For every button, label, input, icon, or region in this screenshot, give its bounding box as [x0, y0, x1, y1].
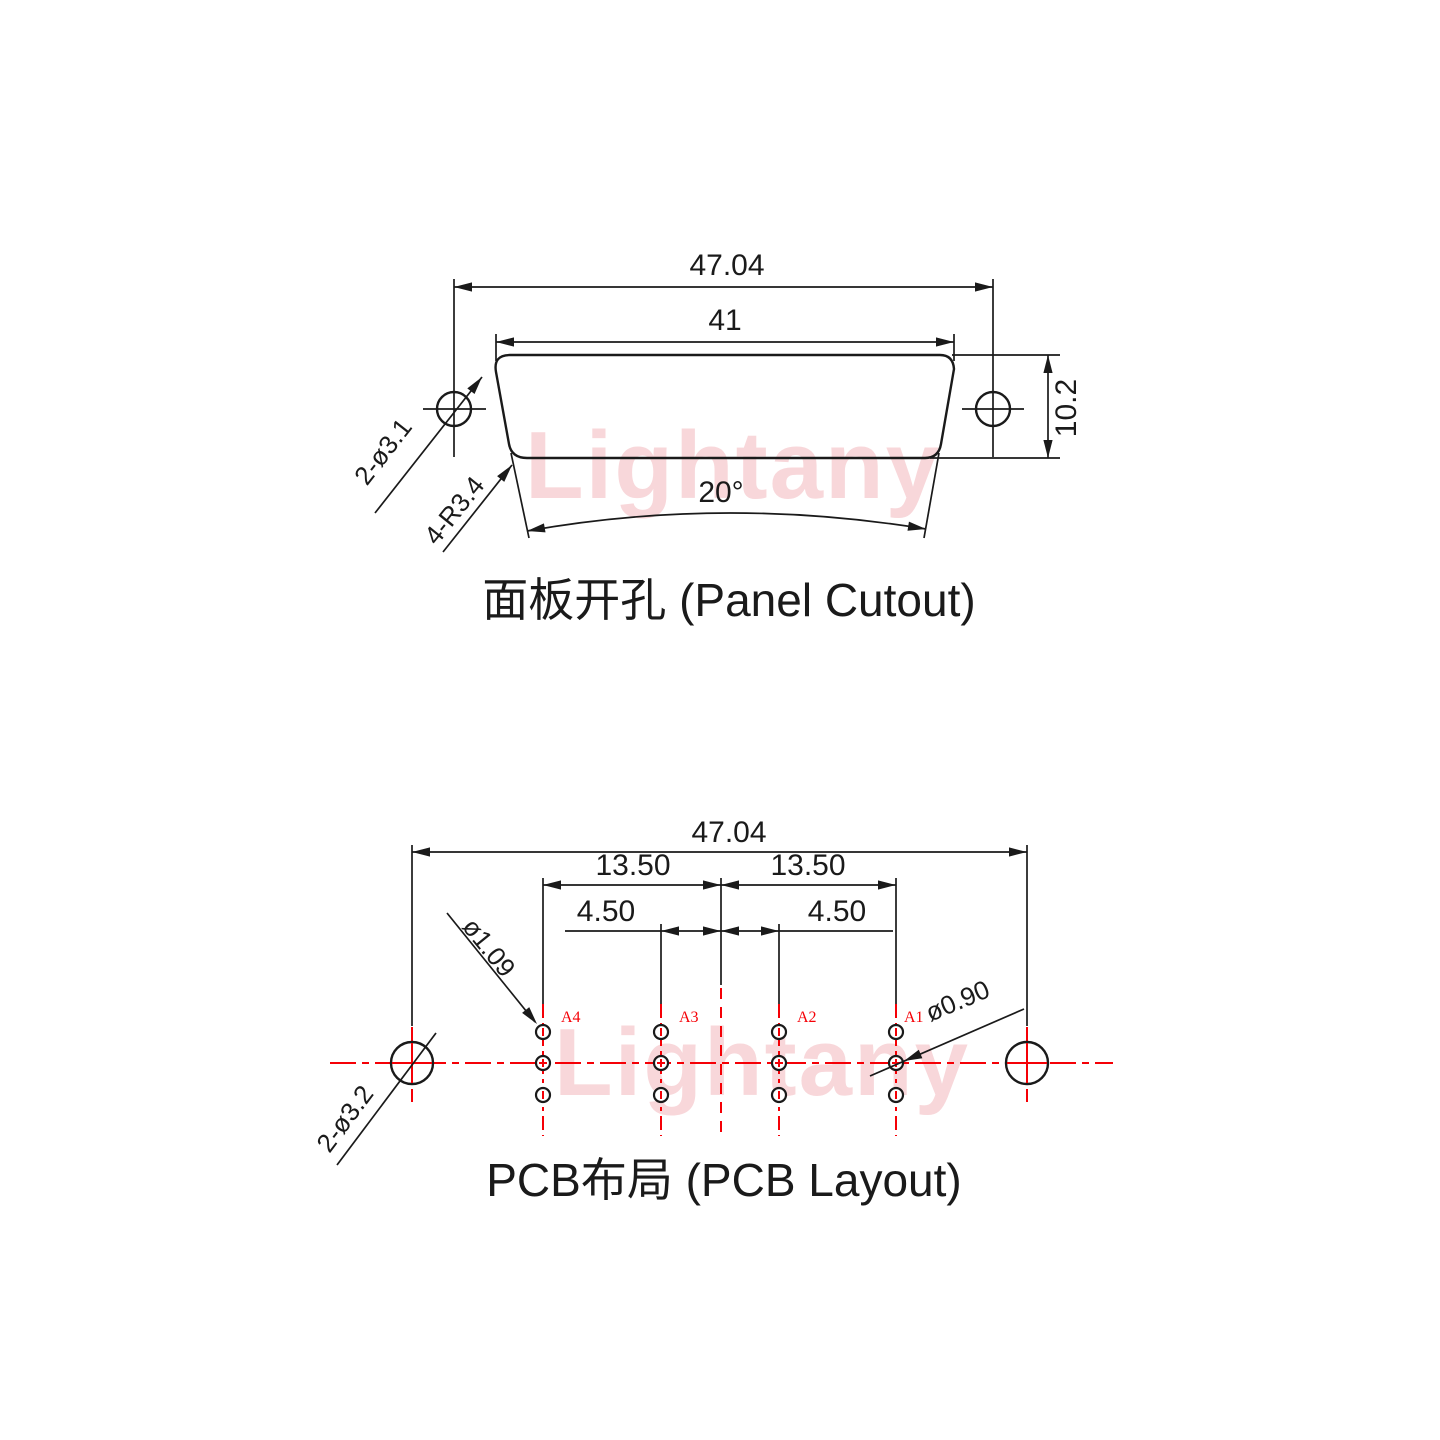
pcb-label-pin-dia-large-text: ø1.09: [456, 912, 521, 983]
panel-label-mount-holes-text: 2-ø3.1: [348, 413, 418, 491]
pcb-dim-overall-width-text: 47.04: [691, 816, 766, 849]
pin-label-a4: A4: [561, 1009, 581, 1026]
pcb-dim-pitch-right-text: 13.50: [770, 849, 845, 882]
pin-label-a2: A2: [797, 1009, 817, 1026]
panel-dim-cutout-width: 41: [495, 304, 955, 361]
pcb-dim-inner-left-text: 4.50: [577, 895, 635, 928]
pcb-dim-pitch-left-text: 13.50: [595, 849, 670, 882]
pin-label-a3: A3: [679, 1009, 699, 1026]
pcb-dim-pitch-outer: 13.50 13.50: [542, 849, 897, 1004]
pcb-label-pin-dia-large: ø1.09: [446, 912, 537, 1024]
pcb-mount-hole-right: [1004, 1040, 1050, 1086]
pcb-mount-hole-left: [389, 1040, 435, 1086]
panel-dim-cutout-height-text: 10.2: [1050, 379, 1083, 437]
panel-mount-hole-left: [423, 390, 486, 428]
panel-cutout-title: 面板开孔 (Panel Cutout): [482, 574, 975, 626]
panel-cutout-view: Lightany 47.04 41: [348, 249, 1083, 626]
pcb-layout-view: Lightany 47.04 13.50 13.50: [310, 816, 1113, 1206]
pcb-layout-title: PCB布局 (PCB Layout): [486, 1154, 961, 1206]
panel-dim-overall-width: 47.04: [453, 249, 994, 457]
pcb-label-mount-holes-text: 2-ø3.2: [310, 1080, 379, 1158]
pcb-label-mount-holes: 2-ø3.2: [310, 1032, 437, 1166]
pcb-dim-inner-right-text: 4.50: [808, 895, 866, 928]
panel-dim-cutout-height: 10.2: [930, 354, 1083, 459]
panel-dim-cutout-width-text: 41: [708, 304, 741, 337]
panel-dim-taper-angle-text: 20°: [698, 476, 743, 509]
pin-center-ticks: [392, 1028, 1047, 1099]
pcb-dim-pitch-inner: 4.50 4.50: [565, 895, 893, 1004]
watermark-text-top: Lightany: [525, 412, 941, 519]
panel-dim-overall-width-text: 47.04: [689, 249, 764, 282]
pin-label-a1: A1: [904, 1009, 924, 1026]
cutout-outline: [494, 353, 956, 460]
panel-dim-taper-angle: 20°: [510, 452, 940, 539]
panel-label-corner-radius: 4-R3.4: [418, 464, 513, 553]
pin-labels: A4 A3 A2 A1: [561, 1009, 924, 1026]
pcb-dim-overall-width: 47.04: [411, 816, 1028, 1026]
panel-mount-hole-right: [962, 390, 1024, 428]
